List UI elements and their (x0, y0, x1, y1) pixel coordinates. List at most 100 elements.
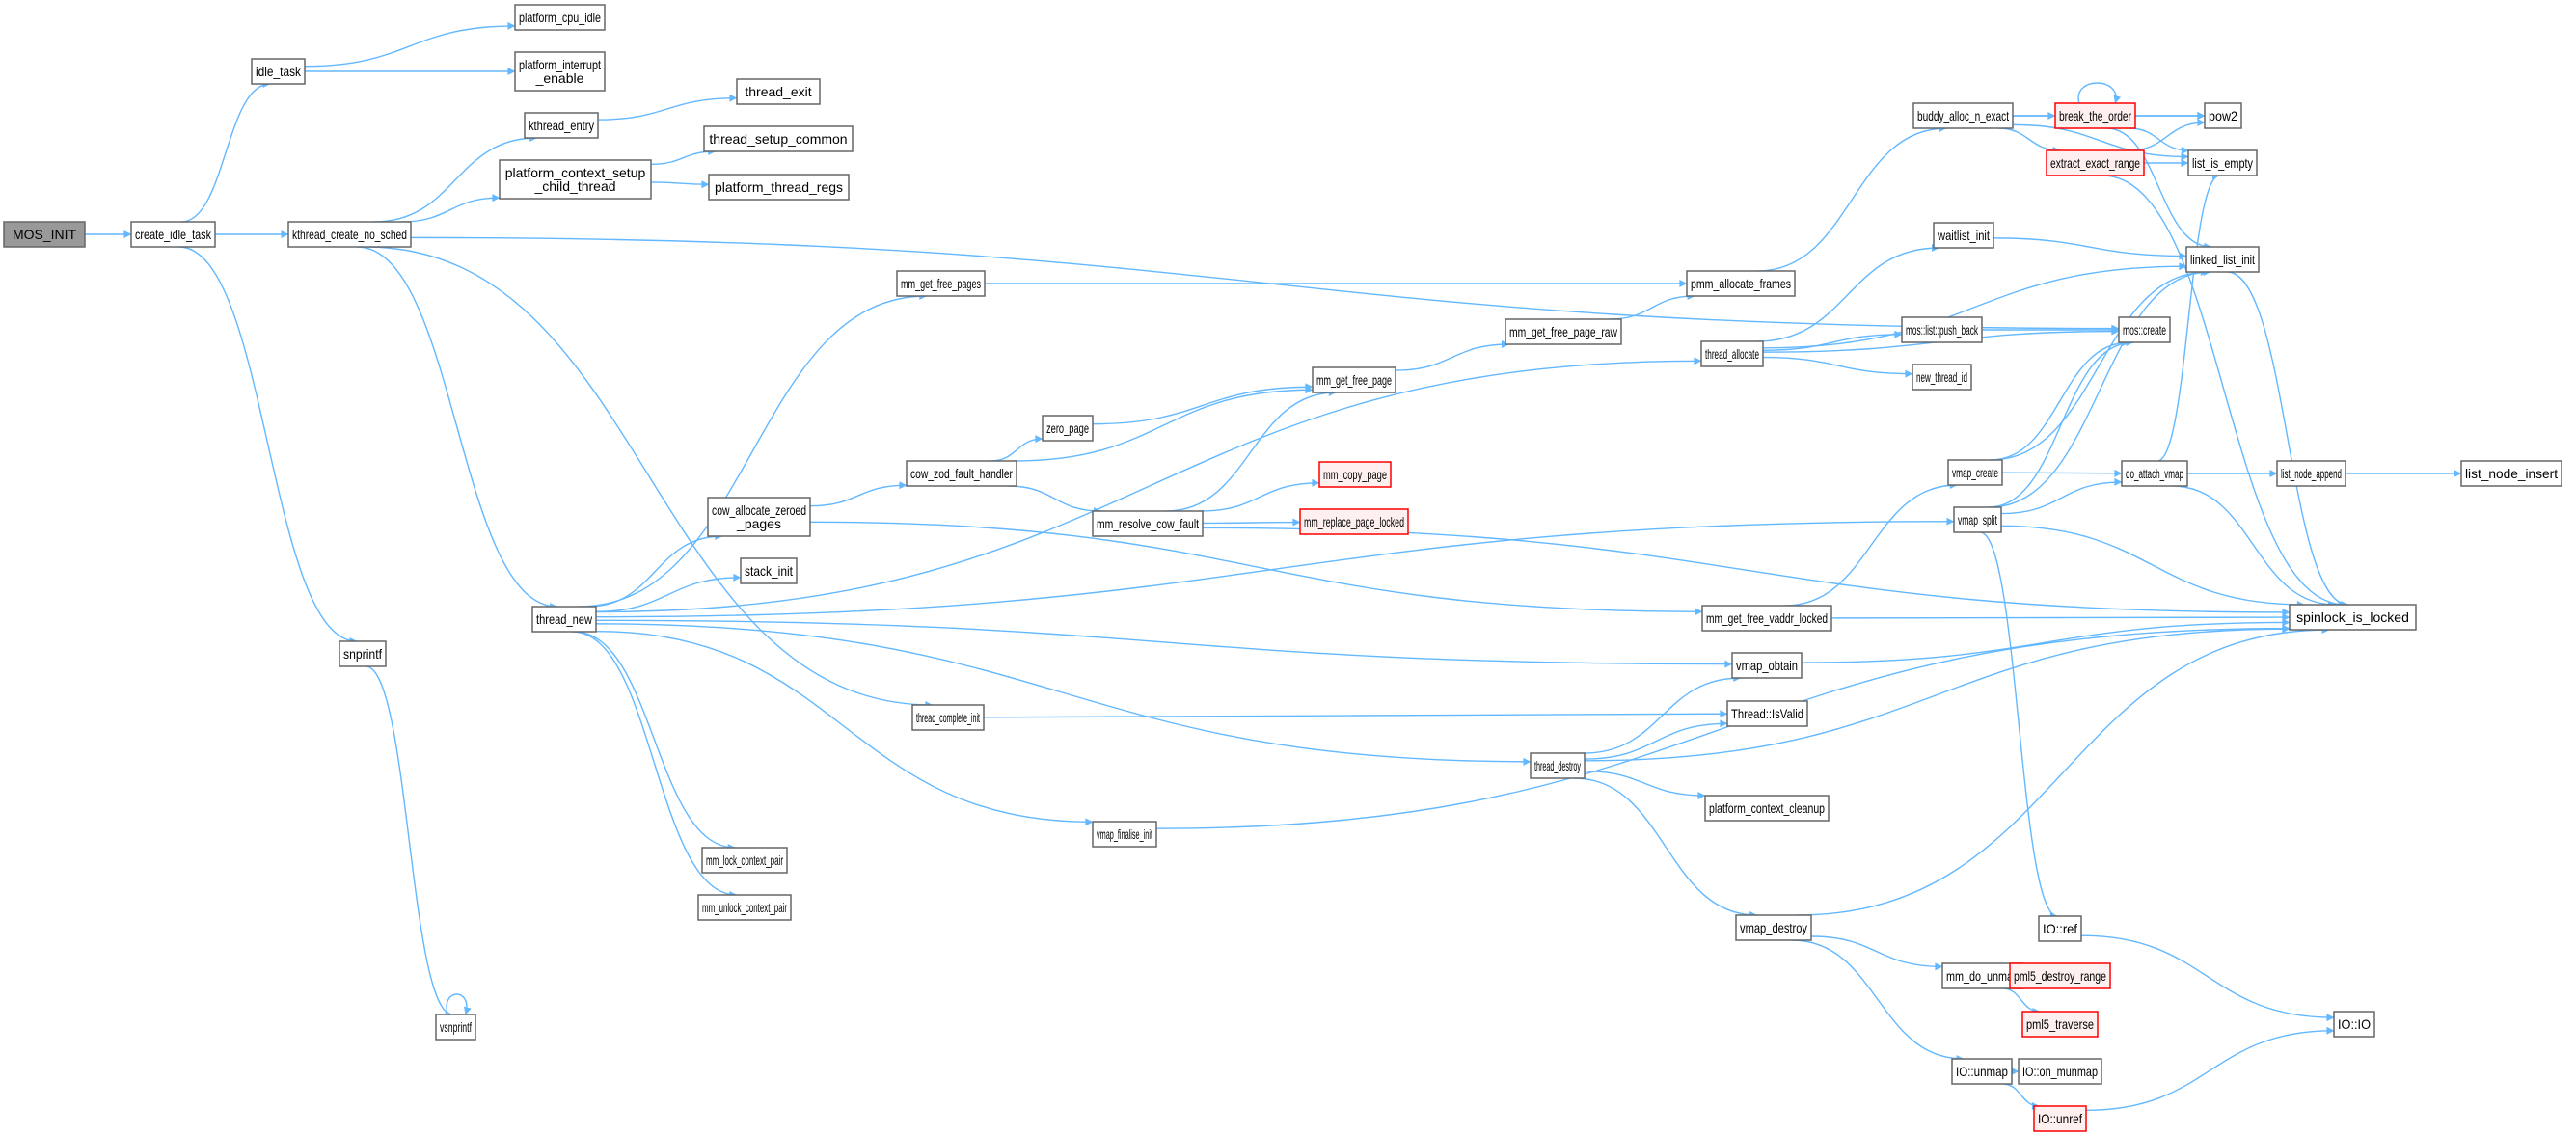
node-cow-allocate-zeroed-pages[interactable]: cow_allocate_zeroed_pages (707, 497, 811, 537)
node-kthread-entry[interactable]: kthread_entry (524, 112, 599, 139)
edge-mm-resolve-cow-fault-to-spinlock-is-locked (1202, 527, 2291, 616)
node-platform-cpu-idle[interactable]: platform_cpu_idle (514, 4, 606, 31)
node-do-attach-vmap[interactable]: do_attach_vmap (2121, 460, 2188, 487)
node-pml5-destroy-range[interactable]: pml5_destroy_range (2009, 962, 2111, 989)
node-mm-do-unmap[interactable]: mm_do_unmap (1941, 962, 2023, 989)
edge-kthread-create-no-sched-to-thread-new (356, 246, 558, 610)
node-io-ref[interactable]: IO::ref (2038, 915, 2082, 942)
node-new-thread-id[interactable]: new_thread_id (1912, 364, 1972, 391)
node-vmap-split[interactable]: vmap_split (1953, 506, 2002, 533)
node-list-is-empty[interactable]: list_is_empty (2187, 149, 2258, 176)
node-thread-complete-init[interactable]: thread_complete_init (911, 704, 985, 731)
node-mm-get-free-page[interactable]: mm_get_free_page (1312, 366, 1396, 393)
node-thread-setup-common[interactable]: thread_setup_common (703, 125, 854, 152)
node-box (2185, 246, 2260, 273)
node-mm-get-free-page-raw[interactable]: mm_get_free_page_raw (1505, 318, 1622, 345)
node-snprintf[interactable]: snprintf (339, 640, 387, 667)
node-platform-interrupt-enable[interactable]: platform_interrupt_enable (514, 51, 606, 92)
node-label: idle_task (256, 64, 302, 79)
node-thread-allocate[interactable]: thread_allocate (1700, 340, 1764, 367)
edge-break-the-order-to-linked-list-init (2106, 127, 2212, 251)
edge-platform-context-setup-child-thread-to-platform-thread-regs (650, 180, 710, 189)
node-stack-init[interactable]: stack_init (740, 557, 798, 584)
node-box (2009, 962, 2111, 989)
node-platform-thread-regs[interactable]: platform_thread_regs (708, 174, 850, 201)
node-list-node-append[interactable]: list_node_append (2276, 460, 2346, 487)
node-thread-new[interactable]: thread_new (531, 606, 597, 633)
node-io-on-munmap[interactable]: IO::on_munmap (2018, 1058, 2102, 1085)
node-mm-copy-page[interactable]: mm_copy_page (1318, 461, 1392, 488)
edge-thread-allocate-to-waitlist-init (1756, 244, 1940, 342)
node-pml5-traverse[interactable]: pml5_traverse (2021, 1011, 2099, 1038)
node-label: mm_unlock_context_pair (702, 900, 787, 915)
node-vmap-obtain[interactable]: vmap_obtain (1731, 652, 1803, 679)
node-box (1951, 1058, 2013, 1085)
node-waitlist-init[interactable]: waitlist_init (1933, 222, 1994, 249)
edge-do-attach-vmap-to-spinlock-is-locked (2171, 485, 2336, 609)
node-list-node-insert[interactable]: list_node_insert (2460, 460, 2562, 487)
edge-io-unref-to-io-io (2085, 1026, 2335, 1112)
node-label: pow2 (2209, 108, 2237, 123)
node-platform-context-setup-child-thread[interactable]: platform_context_setup_child_thread (499, 159, 652, 200)
node-box (1704, 795, 1830, 822)
node-linked-list-init[interactable]: linked_list_init (2185, 246, 2260, 273)
node-mm-lock-context-pair[interactable]: mm_lock_context_pair (701, 847, 788, 874)
node-mm-replace-page-locked[interactable]: mm_replace_page_locked (1299, 508, 1409, 535)
node-platform-context-cleanup[interactable]: platform_context_cleanup (1704, 795, 1830, 822)
node-box (906, 460, 1017, 487)
node-mos-create[interactable]: mos::create (2118, 316, 2171, 343)
node-mm-unlock-context-pair[interactable]: mm_unlock_context_pair (697, 894, 792, 921)
node-box (911, 704, 985, 731)
node-vmap-destroy[interactable]: vmap_destroy (1735, 914, 1812, 941)
node-vmap-finalise-init[interactable]: vmap_finalise_init (1092, 821, 1157, 848)
node-label: vsnprintf (440, 1019, 472, 1035)
node-label: mm_copy_page (1323, 467, 1387, 482)
node-thread-destroy[interactable]: thread_destroy (1530, 752, 1586, 779)
node-extract-exact-range[interactable]: extract_exact_range (2046, 149, 2145, 176)
node-create-idle-task[interactable]: create_idle_task (130, 221, 216, 248)
node-pmm-allocate-frames[interactable]: pmm_allocate_frames (1686, 270, 1796, 297)
node-io-unref[interactable]: IO::unref (2033, 1105, 2087, 1132)
node-thread-isvalid[interactable]: Thread::IsValid (1726, 700, 1808, 727)
node-label: IO::IO (2338, 1016, 2371, 1032)
edge-waitlist-init-to-linked-list-init (1993, 237, 2187, 260)
node-label: cow_allocate_zeroed (712, 502, 806, 518)
node-pow2[interactable]: pow2 (2204, 102, 2242, 129)
node-thread-exit[interactable]: thread_exit (736, 78, 821, 105)
edge-linked-list-init-to-spinlock-is-locked (2227, 271, 2349, 609)
node-box (1701, 605, 1832, 632)
node-label: thread_destroy (1534, 758, 1581, 773)
edge-thread-new-to-mm-unlock-context-pair (572, 631, 738, 899)
edge-io-ref-to-io-io (2080, 934, 2335, 1022)
edge-mm-resolve-cow-fault-to-mm-copy-page (1200, 478, 1320, 512)
node-label: platform_context_setup (505, 165, 646, 180)
node-spinlock-is-locked[interactable]: spinlock_is_locked (2289, 604, 2417, 631)
node-kthread-create-no-sched[interactable]: kthread_create_no_sched (287, 221, 412, 248)
node-label: mm_replace_page_locked (1304, 514, 1404, 529)
edge-vmap-split-to-io-ref (1979, 531, 2058, 920)
node-box (531, 606, 597, 633)
node-box (524, 112, 599, 139)
node-mm-get-free-vaddr-locked[interactable]: mm_get_free_vaddr_locked (1701, 605, 1832, 632)
node-label: vmap_split (1958, 512, 1997, 527)
node-mm-resolve-cow-fault[interactable]: mm_resolve_cow_fault (1092, 510, 1204, 537)
node-vmap-create[interactable]: vmap_create (1947, 459, 2003, 486)
node-mm-get-free-pages[interactable]: mm_get_free_pages (896, 270, 986, 297)
node-cow-zod-fault-handler[interactable]: cow_zod_fault_handler (906, 460, 1017, 487)
node-break-the-order[interactable]: break_the_order (2054, 102, 2136, 129)
node-idle-task[interactable]: idle_task (251, 58, 306, 85)
node-buddy-alloc-n-exact[interactable]: buddy_alloc_n_exact (1912, 102, 2014, 129)
edge-create-idle-task-to-idle-task (180, 80, 271, 223)
edge-mm-resolve-cow-fault-to-mm-get-free-page (1165, 389, 1337, 512)
node-box (1901, 316, 1983, 343)
node-zero-page[interactable]: zero_page (1042, 415, 1094, 442)
edge-io-unmap-to-io-unref (2002, 1083, 2040, 1110)
node-io-unmap[interactable]: IO::unmap (1951, 1058, 2013, 1085)
node-io-io[interactable]: IO::IO (2333, 1011, 2375, 1038)
node-label: pmm_allocate_frames (1691, 276, 1791, 291)
node-mos-init[interactable]: MOS_INIT (3, 221, 86, 248)
node-label: snprintf (343, 646, 382, 662)
node-vsnprintf[interactable]: vsnprintf (435, 1014, 476, 1041)
edge-platform-context-setup-child-thread-to-thread-setup-common (650, 148, 717, 166)
node-mos-list-push-back[interactable]: mos::list::push_back (1901, 316, 1983, 343)
